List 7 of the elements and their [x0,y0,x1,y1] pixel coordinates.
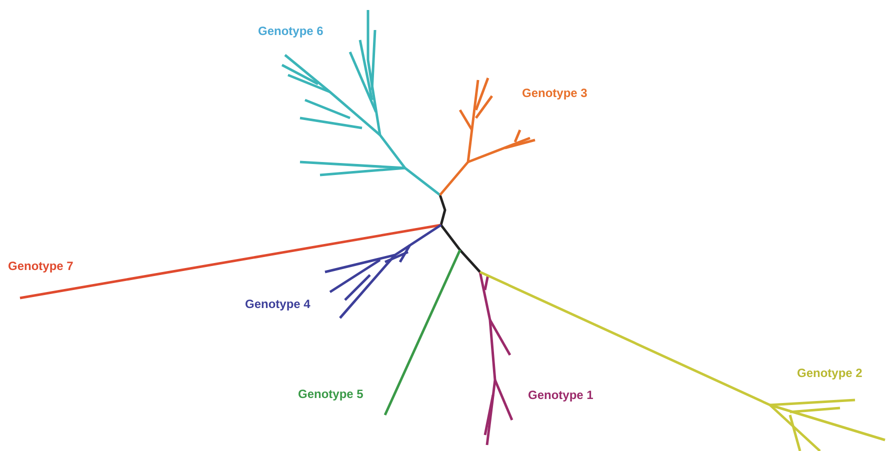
clade-label: Genotype 2 [797,365,862,382]
clade-label: Genotype 5 [298,386,364,403]
clade-label: Genotype 6 [258,23,324,40]
clade-label: Genotype 3 [522,85,588,102]
clade-label: Genotype 1 [528,387,594,404]
clade-label: Genotype 7 [8,258,74,275]
clade-label: Genotype 4 [245,296,310,313]
